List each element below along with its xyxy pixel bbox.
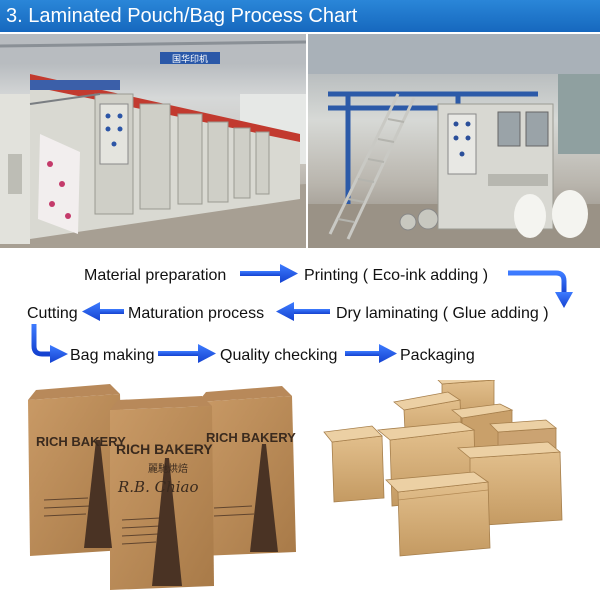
step-cutting: Cutting xyxy=(27,305,78,322)
step-material-preparation: Material preparation xyxy=(84,267,227,284)
printing-machine-illustration: 国华印机 xyxy=(0,34,306,248)
process-arrows xyxy=(31,264,573,363)
title-banner: 3. Laminated Pouch/Bag Process Chart xyxy=(0,0,600,32)
step-printing: Printing ( Eco-ink adding ) xyxy=(304,267,489,284)
step-quality-checking: Quality checking xyxy=(220,347,338,364)
step-packaging: Packaging xyxy=(400,347,475,364)
printing-machine-photo: 国华印机 xyxy=(0,34,306,248)
laminating-machine-photo xyxy=(308,34,600,248)
arrow-right-icon xyxy=(345,344,397,363)
products-illustration: RICH BAKERY RICH BAKERY RICH BAKERY 麗馳烘焙… xyxy=(28,380,563,590)
machine-plate-text: 国华印机 xyxy=(172,53,208,65)
kraft-paper-bags xyxy=(28,384,296,590)
arrow-right-icon xyxy=(158,344,216,363)
arrow-left-icon xyxy=(276,302,330,321)
bag-brand-front: RICH BAKERY xyxy=(116,441,213,457)
machine-name-plate xyxy=(160,52,220,64)
step-bag-making: Bag making xyxy=(70,347,155,364)
bag-brand-right: RICH BAKERY xyxy=(206,430,296,445)
step-maturation-process: Maturation process xyxy=(128,305,265,322)
arrow-turn-right-icon xyxy=(31,324,68,363)
arrow-right-icon xyxy=(240,264,298,283)
bag-script: R.B. Chiao xyxy=(117,478,199,496)
bag-brand-cn: 麗馳烘焙 xyxy=(148,462,188,475)
arrow-left-icon xyxy=(82,302,124,321)
arrow-turn-down-icon xyxy=(508,270,573,308)
page-title: 3. Laminated Pouch/Bag Process Chart xyxy=(6,5,358,27)
bag-brand-left: RICH BAKERY xyxy=(36,434,126,449)
laminating-machine-illustration xyxy=(308,34,600,248)
step-dry-laminating: Dry laminating ( Glue adding ) xyxy=(336,305,549,322)
cardboard-boxes xyxy=(323,380,563,557)
